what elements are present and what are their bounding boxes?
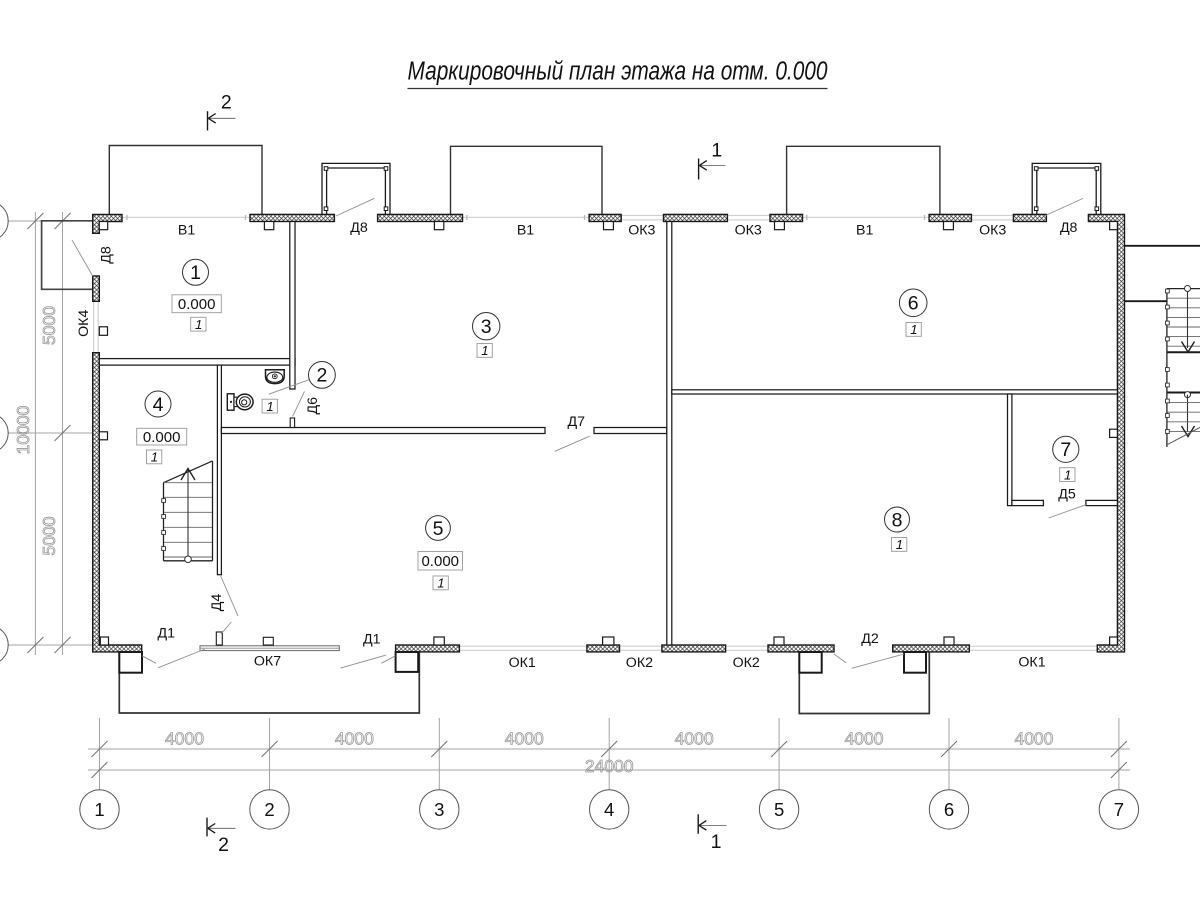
svg-text:1: 1 bbox=[195, 317, 202, 332]
svg-text:4: 4 bbox=[604, 799, 614, 820]
svg-text:0.000: 0.000 bbox=[421, 553, 459, 570]
svg-text:1: 1 bbox=[94, 799, 104, 820]
svg-text:4000: 4000 bbox=[165, 729, 204, 749]
svg-text:6: 6 bbox=[944, 799, 954, 820]
svg-text:0.000: 0.000 bbox=[178, 296, 216, 313]
svg-text:Д1: Д1 bbox=[158, 626, 176, 642]
svg-text:Д7: Д7 bbox=[568, 414, 586, 430]
svg-text:4000: 4000 bbox=[335, 729, 374, 749]
svg-text:5000: 5000 bbox=[39, 306, 59, 345]
svg-text:В1: В1 bbox=[856, 223, 873, 239]
svg-text:ОК4: ОК4 bbox=[76, 310, 92, 337]
svg-text:8: 8 bbox=[892, 509, 903, 531]
svg-text:ОК2: ОК2 bbox=[626, 655, 653, 671]
svg-text:Д8: Д8 bbox=[1060, 220, 1078, 236]
svg-text:Д8: Д8 bbox=[350, 220, 368, 236]
svg-text:1: 1 bbox=[437, 576, 444, 591]
svg-text:1: 1 bbox=[711, 139, 722, 161]
svg-text:ОК7: ОК7 bbox=[254, 654, 281, 670]
svg-text:В1: В1 bbox=[178, 223, 195, 239]
svg-text:4000: 4000 bbox=[675, 729, 714, 749]
svg-text:4000: 4000 bbox=[505, 729, 544, 749]
svg-text:2: 2 bbox=[221, 91, 232, 113]
svg-text:1: 1 bbox=[896, 537, 903, 552]
svg-text:1: 1 bbox=[1064, 467, 1071, 482]
svg-text:Д2: Д2 bbox=[861, 631, 879, 647]
svg-text:4: 4 bbox=[153, 394, 164, 416]
svg-text:ОК2: ОК2 bbox=[733, 655, 760, 671]
svg-text:1: 1 bbox=[266, 399, 273, 414]
svg-text:Д5: Д5 bbox=[1058, 487, 1076, 503]
svg-text:ОК1: ОК1 bbox=[509, 655, 536, 671]
svg-text:1: 1 bbox=[910, 322, 917, 337]
svg-text:1: 1 bbox=[481, 343, 488, 358]
svg-text:1: 1 bbox=[190, 262, 201, 284]
svg-text:2: 2 bbox=[218, 834, 229, 856]
svg-text:5000: 5000 bbox=[39, 516, 59, 555]
svg-text:ОК1: ОК1 bbox=[1018, 655, 1045, 671]
svg-text:5: 5 bbox=[774, 799, 784, 820]
svg-text:3: 3 bbox=[434, 799, 444, 820]
svg-text:Д4: Д4 bbox=[209, 594, 225, 612]
svg-text:2: 2 bbox=[316, 365, 327, 387]
svg-text:ОК3: ОК3 bbox=[735, 223, 762, 239]
svg-text:Д8: Д8 bbox=[99, 246, 115, 264]
svg-text:5: 5 bbox=[433, 518, 444, 540]
svg-text:Д1: Д1 bbox=[363, 632, 381, 648]
svg-text:1: 1 bbox=[151, 450, 158, 465]
svg-text:4000: 4000 bbox=[845, 729, 884, 749]
svg-text:24000: 24000 bbox=[585, 756, 634, 776]
svg-text:2: 2 bbox=[264, 799, 274, 820]
svg-text:Д6: Д6 bbox=[305, 397, 321, 415]
svg-text:7: 7 bbox=[1060, 439, 1071, 461]
svg-text:В1: В1 bbox=[517, 223, 534, 239]
svg-text:ОК3: ОК3 bbox=[979, 223, 1006, 239]
svg-text:ОК3: ОК3 bbox=[628, 223, 655, 239]
svg-text:Маркировочный план этажа на от: Маркировочный план этажа на отм. 0.000 bbox=[408, 58, 828, 86]
svg-text:4000: 4000 bbox=[1014, 729, 1053, 749]
svg-text:10000: 10000 bbox=[13, 405, 33, 454]
svg-text:6: 6 bbox=[908, 293, 919, 315]
svg-text:3: 3 bbox=[481, 316, 492, 338]
svg-text:0.000: 0.000 bbox=[143, 429, 181, 446]
svg-text:1: 1 bbox=[711, 831, 722, 853]
svg-text:7: 7 bbox=[1114, 799, 1124, 820]
